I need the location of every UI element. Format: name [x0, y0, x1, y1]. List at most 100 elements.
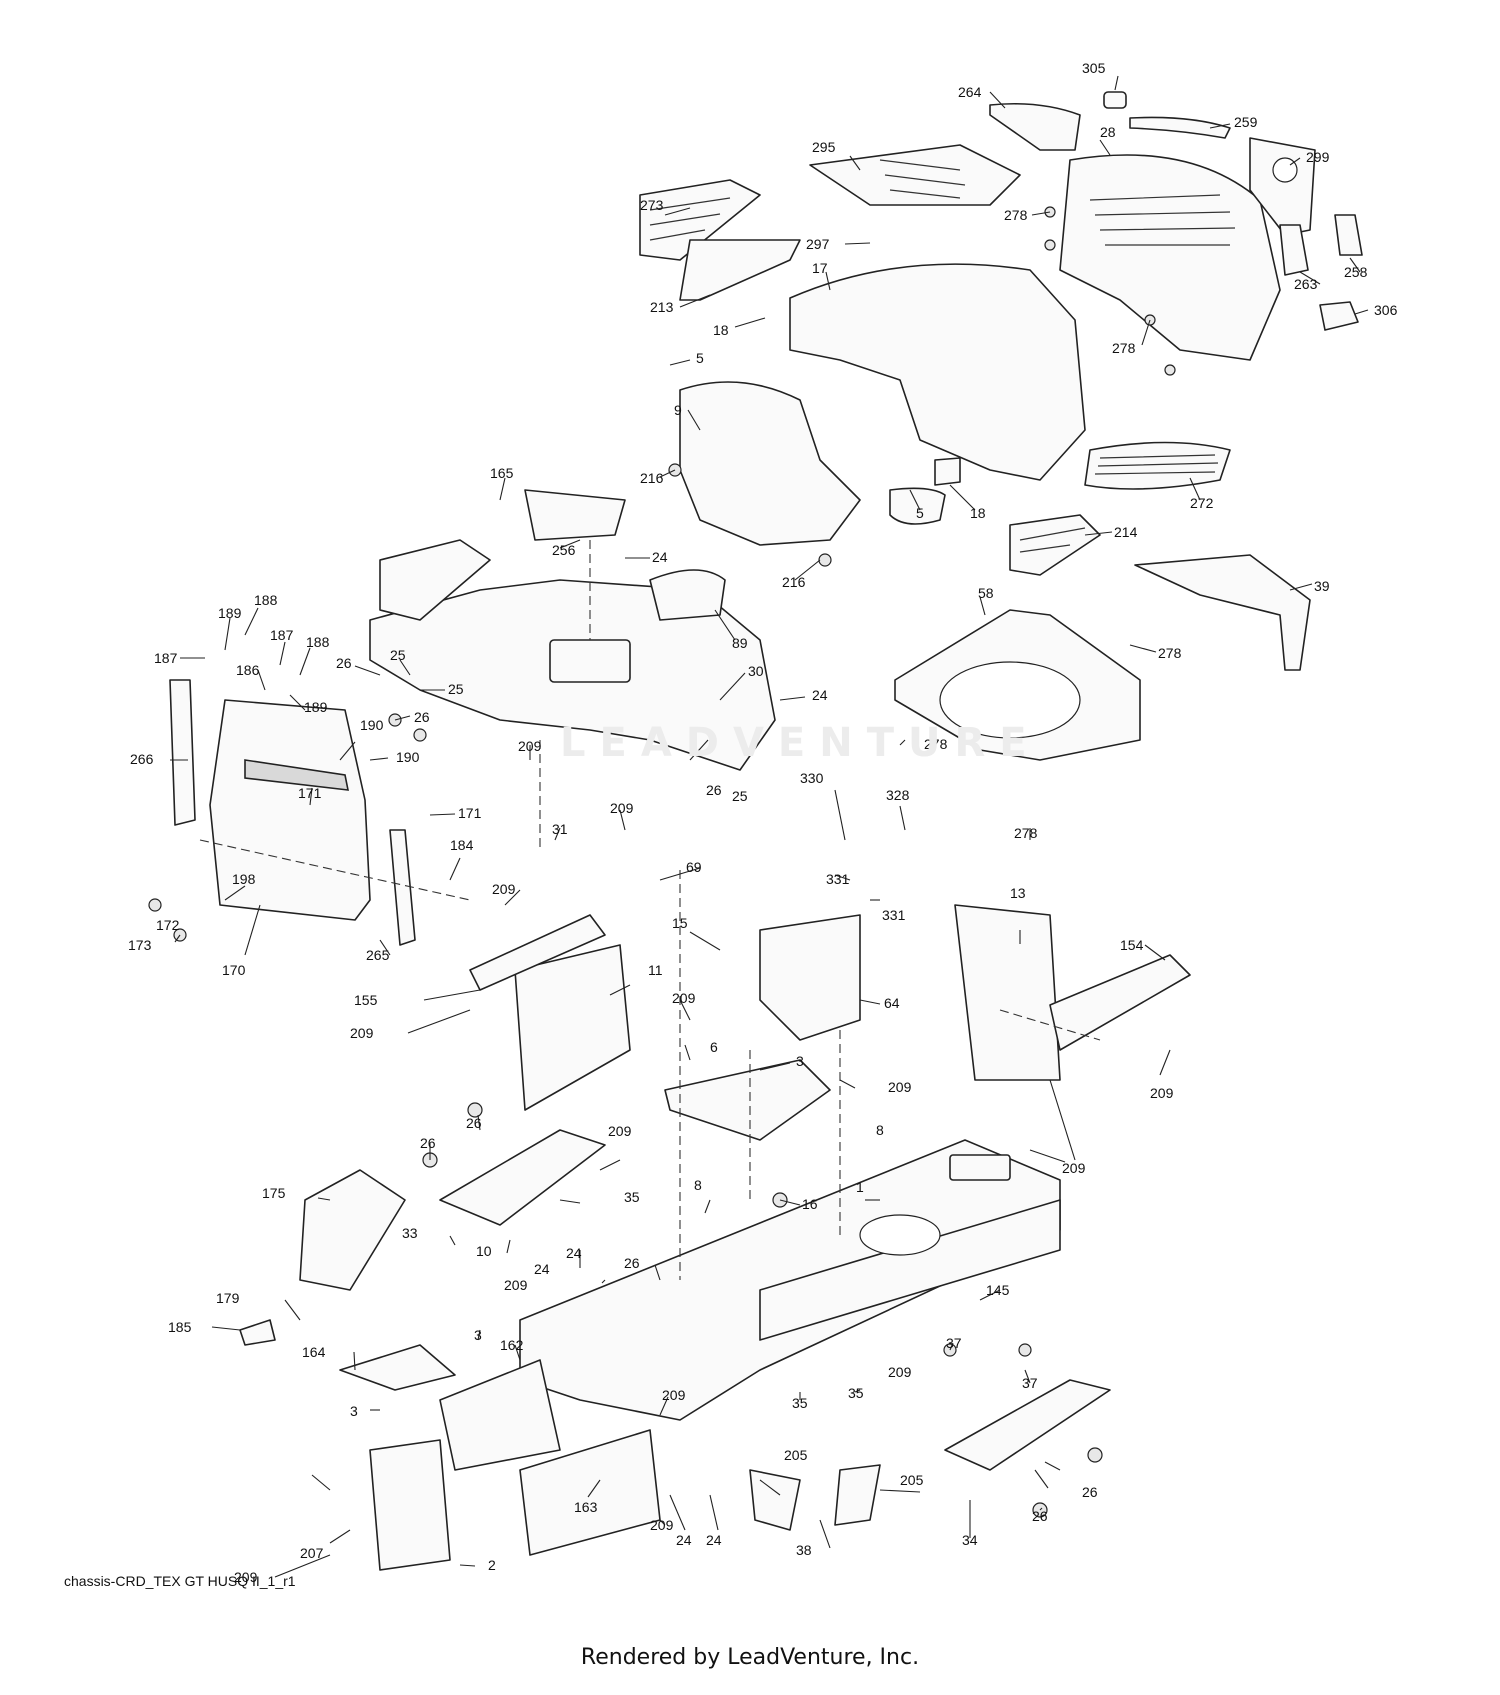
callout-256: 256	[552, 542, 576, 558]
file-label: chassis-CRD_TEX GT HUSQ II_1_r1	[64, 1573, 296, 1589]
callout-198: 198	[232, 871, 256, 887]
callout-185: 185	[168, 1319, 192, 1335]
callout-209: 209	[1150, 1085, 1174, 1101]
callout-264: 264	[958, 84, 982, 100]
callout-89: 89	[732, 635, 748, 651]
callout-209: 209	[504, 1277, 528, 1293]
callout-278: 278	[1158, 645, 1182, 661]
callout-205: 205	[900, 1472, 924, 1488]
callout-24: 24	[812, 687, 828, 703]
callout-188: 188	[306, 634, 330, 650]
callout-273: 273	[640, 197, 664, 213]
render-credit: Rendered by LeadVenture, Inc.	[580, 1645, 920, 1670]
callout-205: 205	[784, 1447, 808, 1463]
callout-26: 26	[414, 709, 430, 725]
callout-207: 207	[300, 1545, 324, 1561]
callout-3: 3	[796, 1053, 804, 1069]
callout-26: 26	[706, 782, 722, 798]
callout-26: 26	[466, 1115, 482, 1131]
callout-163: 163	[574, 1499, 598, 1515]
callout-331: 331	[826, 871, 850, 887]
callout-209: 209	[350, 1025, 374, 1041]
callout-189: 189	[218, 605, 242, 621]
callout-26: 26	[1082, 1484, 1098, 1500]
callout-190: 190	[360, 717, 384, 733]
callout-305: 305	[1082, 60, 1106, 76]
callout-209: 209	[672, 990, 696, 1006]
callout-209: 209	[888, 1079, 912, 1095]
callout-258: 258	[1344, 264, 1368, 280]
callout-184: 184	[450, 837, 474, 853]
callout-175: 175	[262, 1185, 286, 1201]
callout-8: 8	[694, 1177, 702, 1193]
callout-170: 170	[222, 962, 246, 978]
callout-26: 26	[336, 655, 352, 671]
callout-216: 216	[640, 470, 664, 486]
callout-69: 69	[686, 859, 702, 875]
callout-15: 15	[672, 915, 688, 931]
callout-17: 17	[812, 260, 828, 276]
callout-189: 189	[304, 699, 328, 715]
callout-209: 209	[608, 1123, 632, 1139]
callout-30: 30	[748, 663, 764, 679]
callout-278: 278	[1014, 825, 1038, 841]
callout-58: 58	[978, 585, 994, 601]
callout-38: 38	[796, 1542, 812, 1558]
callout-35: 35	[792, 1395, 808, 1411]
callout-25: 25	[732, 788, 748, 804]
callout-216: 216	[782, 574, 806, 590]
callout-leaders	[170, 75, 1369, 1578]
callout-328: 328	[886, 787, 910, 803]
callout-209: 209	[234, 1569, 258, 1585]
callout-26: 26	[624, 1255, 640, 1271]
callout-259: 259	[1234, 114, 1258, 130]
callout-2: 2	[488, 1557, 496, 1573]
callout-331: 331	[882, 907, 906, 923]
callout-190: 190	[396, 749, 420, 765]
assembly-lines	[199, 540, 1101, 1280]
callout-10: 10	[476, 1243, 492, 1259]
callout-8: 8	[876, 1122, 884, 1138]
callout-278: 278	[1004, 207, 1028, 223]
callout-209: 209	[518, 738, 542, 754]
part-deck-cover	[894, 554, 1311, 761]
callout-25: 25	[390, 647, 406, 663]
callout-28: 28	[1100, 124, 1116, 140]
callout-162: 162	[500, 1337, 524, 1353]
watermark-text: LEADVENTURE	[560, 720, 1041, 766]
callout-278: 278	[1112, 340, 1136, 356]
callout-278: 278	[924, 736, 948, 752]
callout-9: 9	[674, 402, 682, 418]
callout-306: 306	[1374, 302, 1398, 318]
callout-155: 155	[354, 992, 378, 1008]
part-fender	[369, 489, 776, 771]
callout-171: 171	[298, 785, 322, 801]
callout-18: 18	[970, 505, 986, 521]
callout-24: 24	[534, 1261, 550, 1277]
part-hood-assembly	[639, 91, 1363, 576]
callout-6: 6	[710, 1039, 718, 1055]
callout-13: 13	[1010, 885, 1026, 901]
callout-24: 24	[706, 1532, 722, 1548]
callout-209: 209	[1062, 1160, 1086, 1176]
callout-11: 11	[648, 962, 663, 978]
callout-297: 297	[806, 236, 830, 252]
callout-154: 154	[1120, 937, 1144, 953]
callout-64: 64	[884, 995, 900, 1011]
callout-209: 209	[492, 881, 516, 897]
callout-295: 295	[812, 139, 836, 155]
callout-25: 25	[448, 681, 464, 697]
callout-165: 165	[490, 465, 514, 481]
callout-labels: 305 264 259 28 295 299 273 278 297 258 2…	[128, 60, 1398, 1585]
callout-188: 188	[254, 592, 278, 608]
callout-24: 24	[566, 1245, 582, 1261]
callout-26: 26	[1032, 1508, 1048, 1524]
callout-186: 186	[236, 662, 260, 678]
callout-209: 209	[650, 1517, 674, 1533]
callout-39: 39	[1314, 578, 1330, 594]
callout-187: 187	[270, 627, 294, 643]
callout-18: 18	[713, 322, 729, 338]
callout-272: 272	[1190, 495, 1214, 511]
